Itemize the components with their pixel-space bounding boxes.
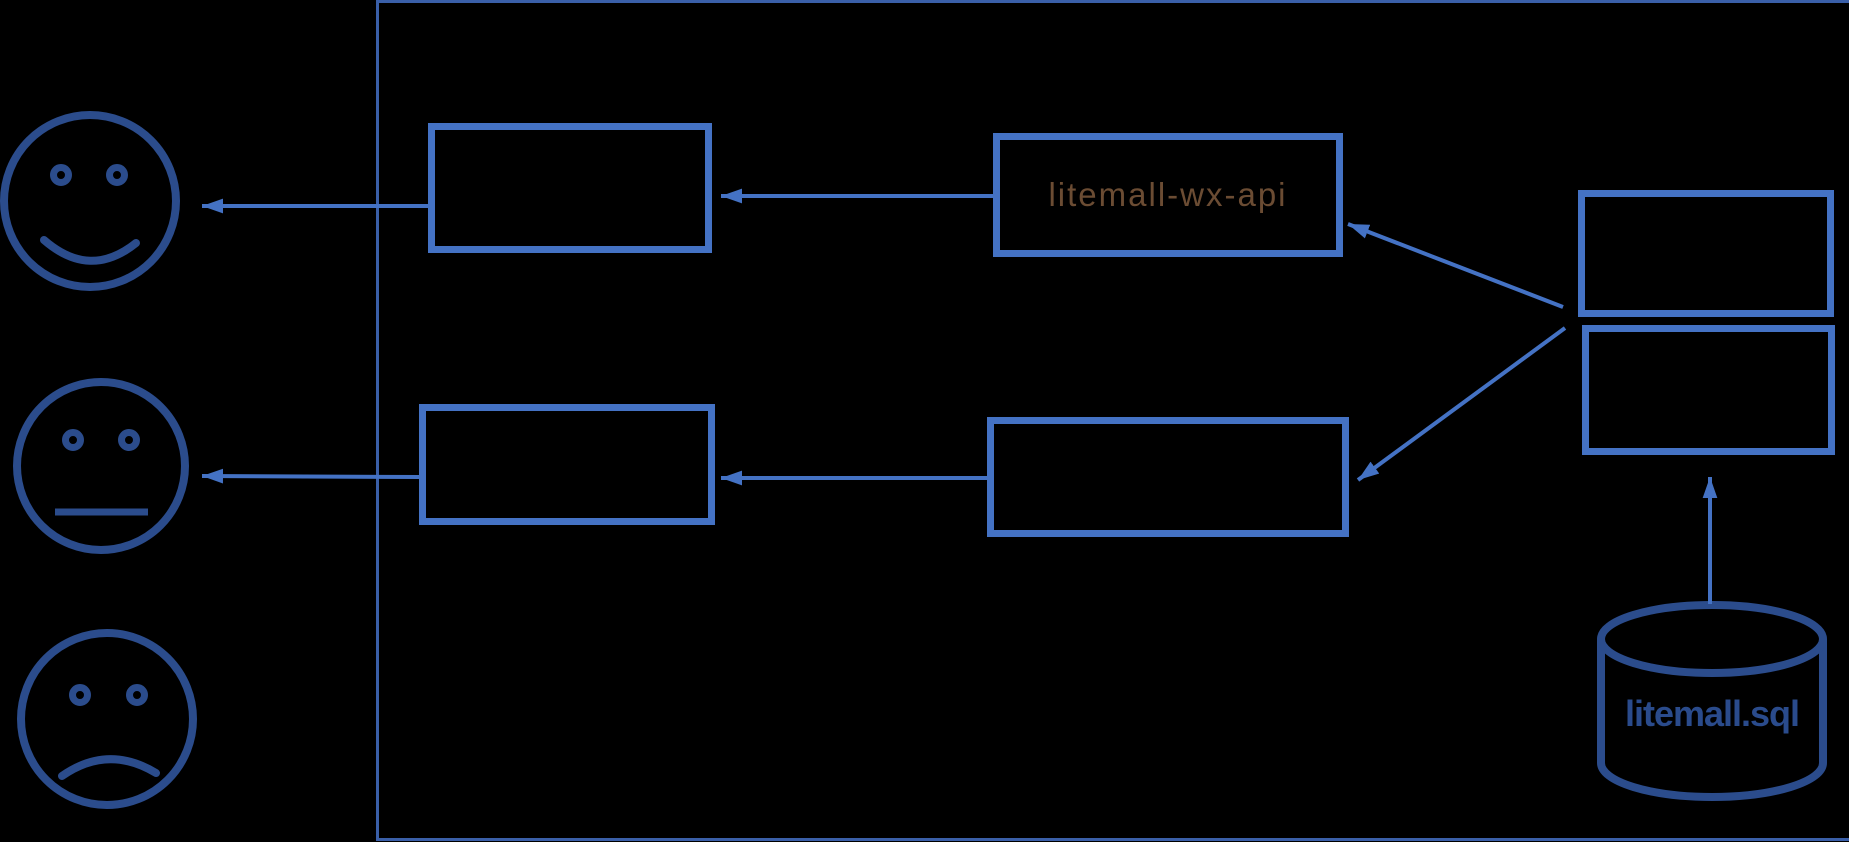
database-cylinder-icon bbox=[1597, 601, 1827, 801]
litemall-wx-api-box: litemall-wx-api bbox=[993, 133, 1343, 257]
arrow-stack-to-wxapi bbox=[1347, 222, 1564, 309]
sad-face-icon bbox=[17, 629, 197, 809]
database-label: litemall.sql bbox=[1624, 693, 1800, 734]
arrow-stack-to-row2-mid bbox=[1356, 326, 1567, 482]
deployment-boundary-frame bbox=[376, 0, 1849, 841]
arrow-row2-box-to-neutral-user bbox=[201, 468, 420, 484]
neutral-face-icon bbox=[13, 378, 189, 554]
wx-api-label: litemall-wx-api bbox=[1048, 176, 1288, 213]
happy-face-icon bbox=[0, 111, 180, 291]
right-stack-bottom-box bbox=[1582, 325, 1835, 455]
empty-box-row2-left bbox=[419, 404, 715, 525]
empty-box-row1-left bbox=[428, 123, 712, 253]
right-stack-top-box bbox=[1578, 190, 1834, 317]
empty-box-row2-middle bbox=[987, 417, 1349, 537]
